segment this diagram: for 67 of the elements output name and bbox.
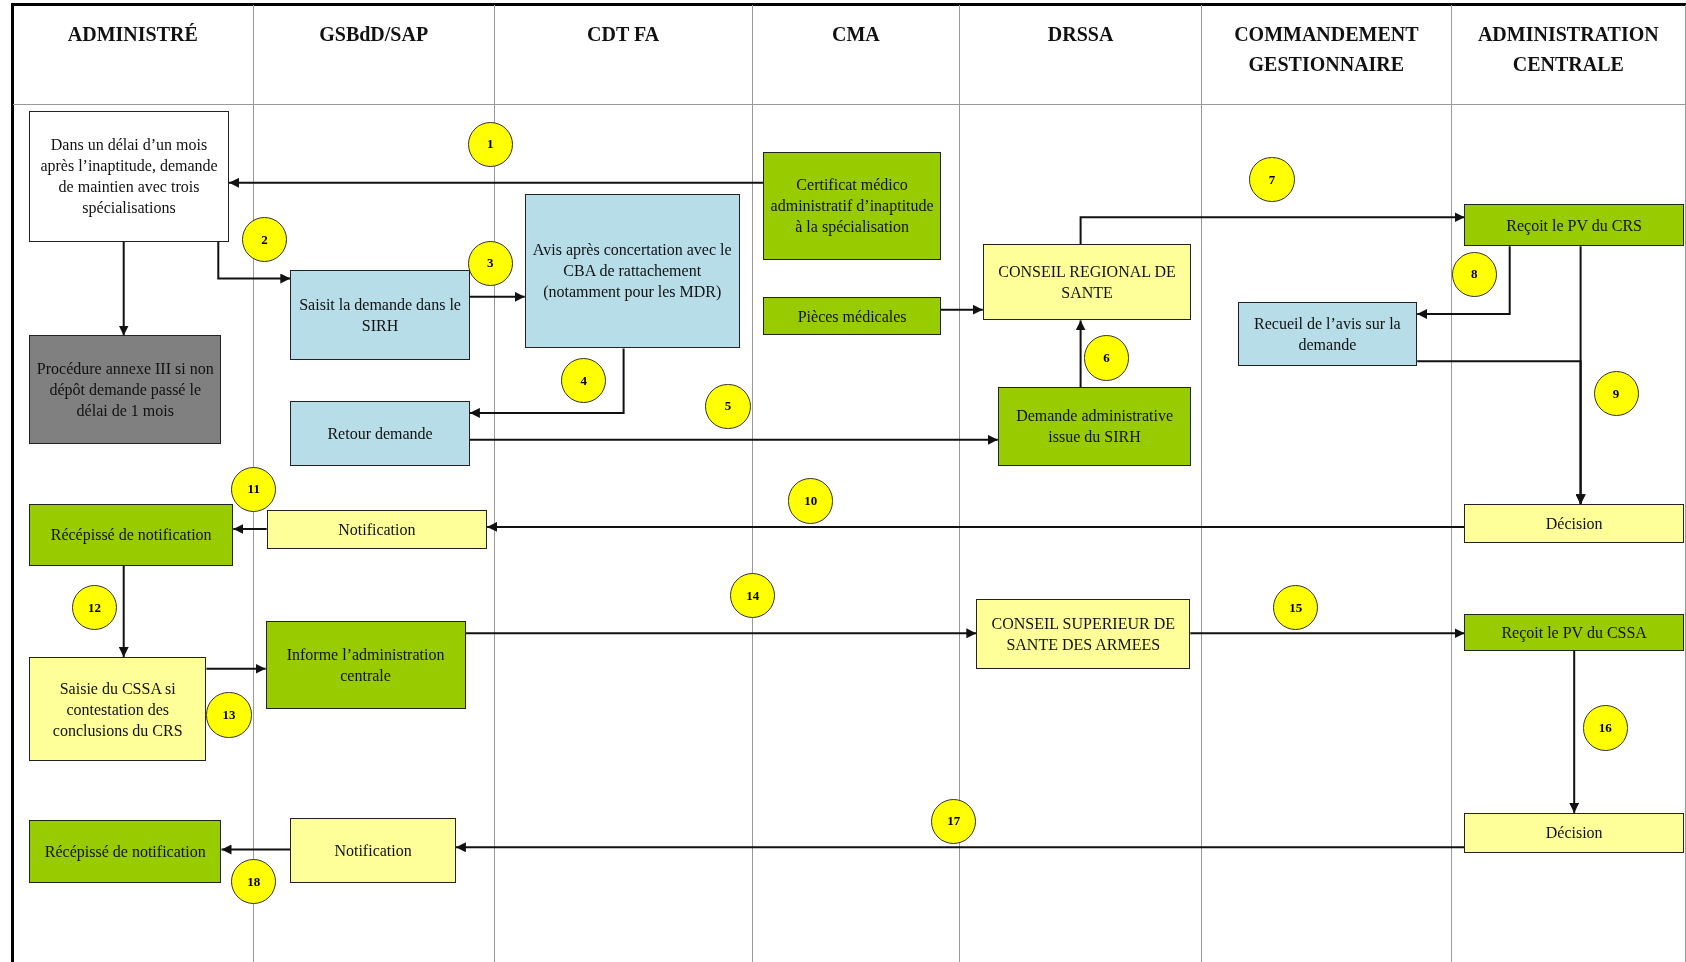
lane-header: ADMINISTRATION CENTRALE <box>1476 22 1660 78</box>
step-number: 18 <box>231 859 277 905</box>
step-number: 5 <box>705 383 751 429</box>
step-number: 3 <box>467 240 513 286</box>
process-box: Recueil de l’avis sur la demande <box>1237 302 1418 366</box>
arrow <box>454 842 1466 853</box>
process-box: Reçoit le PV du CSSA <box>1464 613 1684 651</box>
step-number: 9 <box>1593 370 1639 417</box>
process-box: CONSEIL SUPERIEUR DE SANTE DES ARMEES <box>976 598 1191 669</box>
step-number: 10 <box>788 478 834 524</box>
lane-header: DRSSA <box>1046 22 1115 48</box>
arrow <box>464 628 978 639</box>
lane-header: GSBdD/SAP <box>318 22 430 48</box>
step-number: 17 <box>931 798 977 845</box>
process-box: Notification <box>290 818 456 883</box>
process-box: Reçoit le PV du CRS <box>1464 204 1684 247</box>
arrow <box>1189 628 1466 639</box>
arrow <box>468 291 526 302</box>
process-box: Récépissé de notification <box>29 504 234 566</box>
process-box: CONSEIL REGIONAL DE SANTE <box>982 244 1192 321</box>
step-number: 14 <box>730 573 776 619</box>
step-number: 16 <box>1582 705 1628 751</box>
process-box: Saisit la demande dans le SIRH <box>290 269 470 361</box>
arrow <box>232 524 268 534</box>
arrow <box>118 240 129 337</box>
arrow <box>220 844 292 855</box>
step-number: 12 <box>72 584 118 631</box>
process-box: Retour demande <box>290 401 470 466</box>
process-box: Certificat médico administratif d’inaptitude à la spécialisation <box>763 151 941 261</box>
arrow <box>939 304 984 315</box>
step-number: 13 <box>206 692 252 738</box>
arrow <box>468 434 999 445</box>
step-number: 4 <box>561 358 607 404</box>
process-box: Procédure annexe III si non dépôt demande passé le délai de 1 mois <box>29 335 222 445</box>
arrow <box>1075 319 1086 389</box>
swimlane <box>1451 5 1686 962</box>
arrow <box>1416 360 1586 506</box>
arrow <box>468 347 625 418</box>
arrow <box>486 521 1466 532</box>
step-number: 8 <box>1451 251 1497 297</box>
lane-header: CMA <box>831 22 881 48</box>
lane-header: COMMANDEMENT GESTIONNAIRE <box>1233 22 1420 78</box>
process-box: Notification <box>266 509 488 550</box>
step-number: 15 <box>1273 584 1319 631</box>
lane-header: CDT FA <box>586 22 661 48</box>
step-number: 1 <box>467 121 513 167</box>
arrow <box>1416 245 1511 319</box>
process-box: Pièces médicales <box>763 296 941 336</box>
process-box: Récépissé de notification <box>29 820 222 883</box>
arrow <box>1079 212 1466 246</box>
step-number: 7 <box>1249 157 1295 203</box>
lane-header: ADMINISTRÉ <box>66 22 199 48</box>
process-box: Demande administrative issue du SIRH <box>997 387 1192 466</box>
process-box: Avis après concertation avec le CBA de rattachement (notamment pour les MDR) <box>524 193 740 349</box>
step-number: 6 <box>1083 335 1129 381</box>
arrow <box>217 240 292 284</box>
process-box: Saisie du CSSA si contestation des conclusions du CRS <box>29 656 207 762</box>
arrow <box>1569 649 1580 814</box>
step-number: 11 <box>231 466 277 512</box>
process-box: Décision <box>1464 812 1684 853</box>
process-box: Décision <box>1464 504 1684 543</box>
step-number: 2 <box>241 217 288 263</box>
process-box: Informe l’administration centrale <box>265 621 466 709</box>
arrow <box>205 663 267 674</box>
arrow <box>228 177 765 188</box>
arrow <box>118 564 129 658</box>
process-box: Dans un délai d’un mois après l’inaptitude, demande de maintien avec trois spécialisations <box>29 110 229 242</box>
